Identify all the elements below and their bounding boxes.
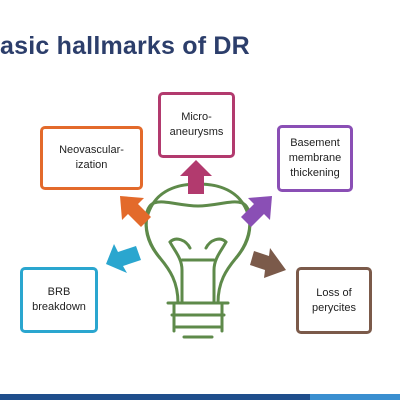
hallmark-label: Loss of perycites (311, 286, 357, 314)
arrow-right (250, 248, 286, 278)
hallmark-box-microaneurysms: Micro- aneurysms (158, 92, 235, 158)
arrow-up (180, 160, 212, 194)
footer-bar (0, 394, 400, 400)
footer-bar-light (310, 394, 400, 400)
hallmark-box-basement-membrane: Basement membrane thickening (277, 125, 353, 192)
slide-title: asic hallmarks of DR (0, 32, 250, 60)
hallmark-label: Neovascular- ization (59, 144, 124, 171)
footer-bar-dark (0, 394, 310, 400)
lightbulb-icon (144, 200, 252, 339)
arrow-up-left (120, 196, 151, 227)
arrow-left (106, 244, 141, 273)
arrow-up-right (241, 196, 272, 227)
hallmark-label: Basement membrane thickening (288, 137, 342, 179)
hallmark-label: BRB breakdown (32, 286, 86, 313)
hallmark-label: Micro- aneurysms (169, 111, 224, 138)
hallmark-box-neovascularization: Neovascular- ization (40, 126, 143, 190)
lightbulb-dome (144, 182, 252, 259)
hallmark-box-loss-of-pericytes: Loss of perycites (296, 267, 372, 334)
hallmark-box-brb-breakdown: BRB breakdown (20, 267, 98, 333)
